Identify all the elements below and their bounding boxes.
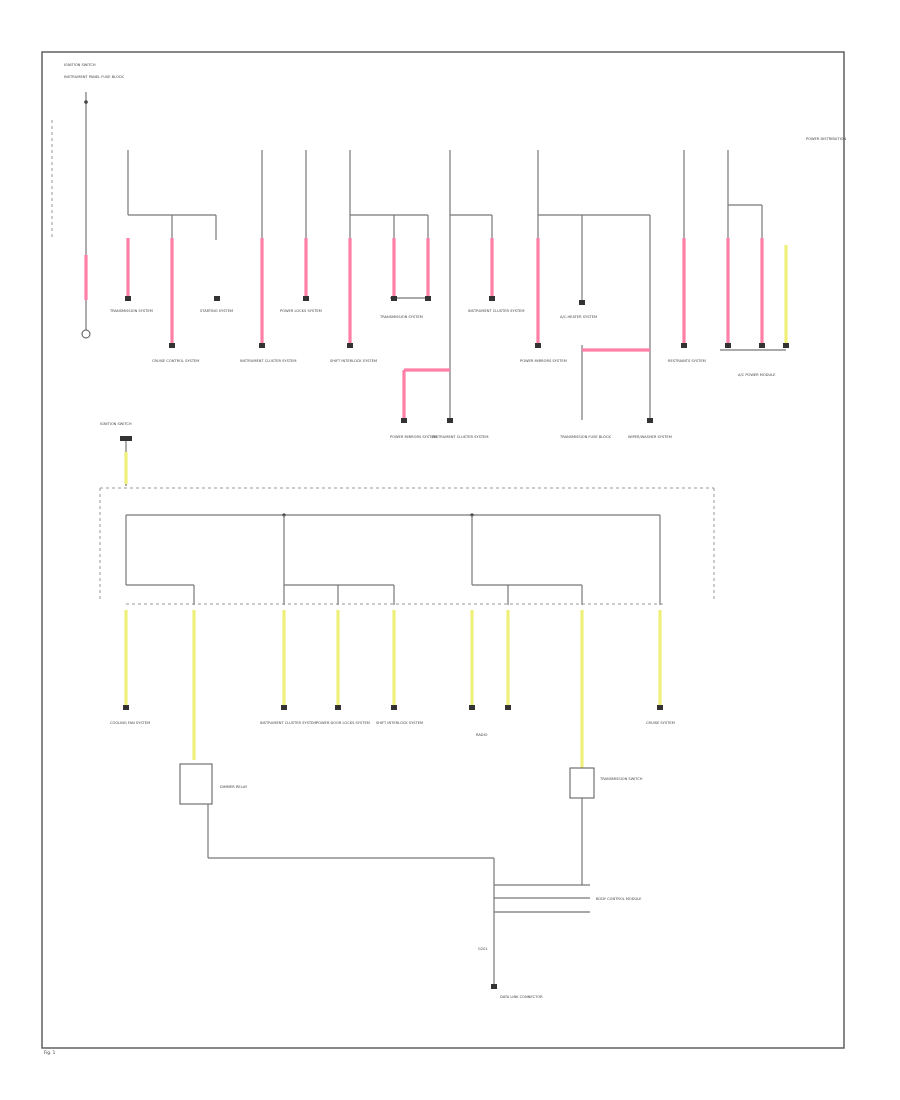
label-shift-interlock-2: SHIFT INTERLOCK SYSTEM: [376, 721, 423, 725]
ignition-switch-label: IGNITION SWITCH: [64, 63, 96, 67]
label-cruise: CRUISE CONTROL SYSTEM: [152, 359, 199, 363]
label-body-module: BODY CONTROL MODULE: [596, 897, 642, 901]
ground-symbol: [81, 329, 91, 339]
label-cruise-2: CRUISE SYSTEM: [646, 721, 675, 725]
label-dimmer-relay: DIMMER RELAY: [220, 785, 248, 789]
pink-wires: [126, 238, 764, 420]
transmission-switch: [569, 767, 595, 799]
bottom-section: IGNITION SWITCH: [99, 422, 715, 999]
label-instrument-4: INSTRUMENT CLUSTER SYSTEM: [260, 721, 316, 725]
fuse-block-label: INSTRUMENT PANEL FUSE BLOCK: [64, 75, 124, 79]
label-data-link: DATA LINK CONNECTOR: [500, 995, 543, 999]
footer-label: Fig. 1: [44, 1050, 56, 1055]
top-section: IGNITION SWITCH INSTRUMENT PANEL FUSE BL…: [51, 63, 846, 439]
label-instrument-2: INSTRUMENT CLUSTER SYSTEM: [468, 309, 524, 313]
label-shift-interlock: SHIFT INTERLOCK SYSTEM: [330, 359, 377, 363]
branch-drops: [171, 215, 651, 420]
label-ac-power-module: A/C POWER MODULE: [738, 373, 776, 377]
fuse-drops-bottom: [125, 515, 661, 605]
dimmer-relay: [179, 763, 213, 805]
label-mirrors-2: POWER MIRRORS SYSTEM: [390, 435, 437, 439]
ignition-switch-label-2: IGNITION SWITCH: [100, 422, 132, 426]
label-cooling-fan: COOLING FAN SYSTEM: [110, 721, 150, 725]
bus-wires: [128, 204, 786, 351]
label-power-mirrors: POWER MIRRORS SYSTEM: [520, 359, 567, 363]
label-door-locks: POWER DOOR LOCKS SYSTEM: [316, 721, 370, 725]
label-wiper: WIPER/WASHER SYSTEM: [628, 435, 672, 439]
label-instrument-1: INSTRUMENT CLUSTER SYSTEM: [240, 359, 296, 363]
label-transmission-switch: TRANSMISSION SWITCH: [599, 777, 643, 781]
label-ac-heater: A/C-HEATER SYSTEM: [560, 315, 597, 319]
label-ground: G201: [478, 947, 488, 951]
ground-terminal: [491, 984, 497, 989]
label-transmission-fuse: TRANSMISSION FUSE BLOCK: [559, 435, 611, 439]
label-transmission-2: TRANSMISSION SYSTEM: [379, 315, 423, 319]
label-power-distribution: POWER DISTRIBUTION: [806, 137, 846, 141]
label-radio: RADIO: [476, 733, 488, 737]
diagram-frame: [41, 51, 845, 1049]
yellow-wires: [124, 610, 662, 770]
bottom-terminals: [123, 705, 663, 710]
label-transmission-1: TRANSMISSION SYSTEM: [109, 309, 153, 313]
splice-dot: [84, 100, 88, 104]
label-power-locks: POWER LOCKS SYSTEM: [280, 309, 322, 313]
label-starting: STARTING SYSTEM: [200, 309, 233, 313]
label-instrument-3: INSTRUMENT CLUSTER SYSTEM: [432, 435, 488, 439]
label-restraints: RESTRAINTS SYSTEM: [668, 359, 706, 363]
connector-terminals: [125, 296, 789, 423]
ignition-switch-terminal: [120, 436, 132, 441]
